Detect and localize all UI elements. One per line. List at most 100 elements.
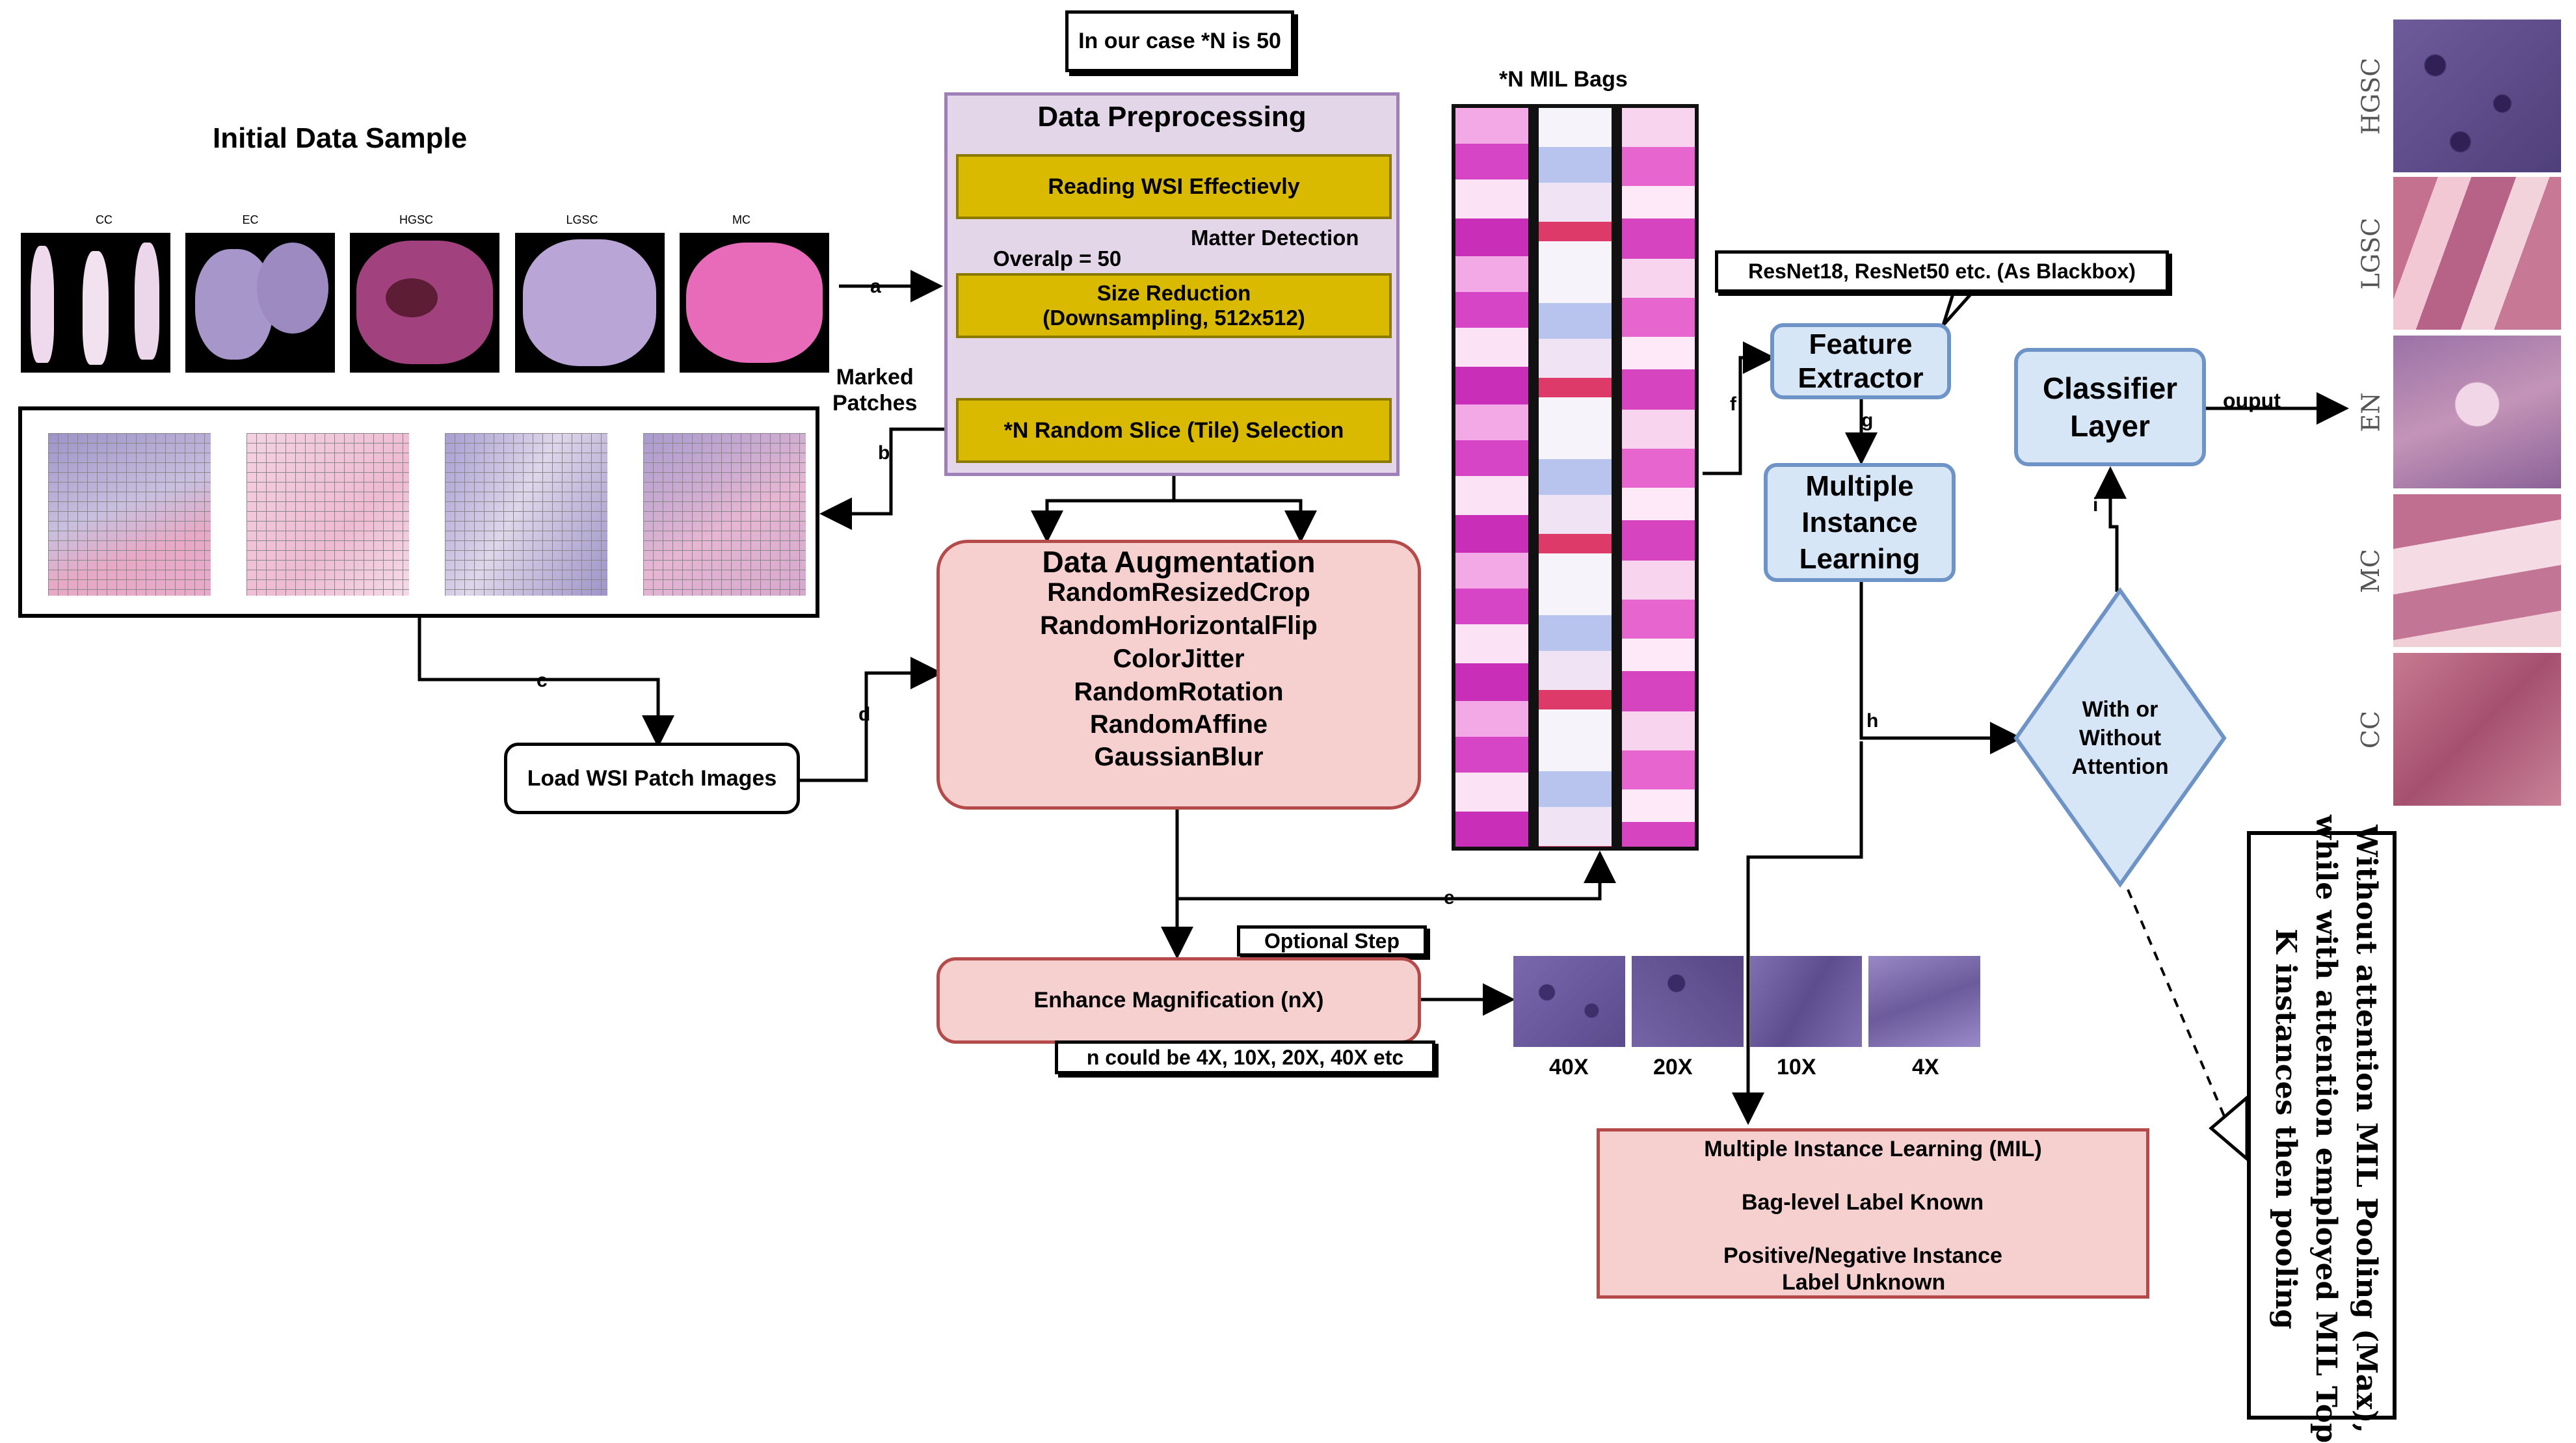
out-tile-hgsc [2393, 20, 2561, 172]
mag-patch-20x [1632, 956, 1744, 1047]
aug-item-4: RandomRotation [1074, 678, 1284, 706]
preprocessing-box: Data Preprocessing Reading WSI Effectiev… [944, 92, 1400, 476]
pooling-note-box: Without attention MIL Pooling (Max), whi… [2247, 815, 2397, 1443]
feature-extractor-box: Feature Extractor [1770, 323, 1951, 399]
class-label-cc: CC [96, 213, 113, 226]
class-label-hgsc: HGSC [399, 213, 433, 226]
classifier-box: Classifier Layer [2014, 348, 2206, 466]
out-label-lgsc: LGSC [2356, 217, 2385, 289]
aug-item-3: ColorJitter [1113, 644, 1245, 673]
marked-patches-box [18, 406, 819, 618]
feature-extractor-line2: Extractor [1798, 362, 1924, 394]
pooling-note-line2: while with attention employed MIL Top [2309, 814, 2343, 1443]
callout-pointer [2209, 1094, 2249, 1163]
size-reduction-line2: (Downsampling, 512x512) [1042, 306, 1305, 330]
edge-label-b: b [878, 442, 890, 464]
pooling-note-text: Without attention MIL Pooling (Max), whi… [2254, 815, 2397, 1443]
mil-info-known: Bag-level Label Known [1742, 1190, 1984, 1215]
attention-diamond [2013, 587, 2227, 888]
size-reduction-line1: Size Reduction [1096, 281, 1251, 305]
slide-lgsc [515, 233, 665, 373]
classifier-line2: Layer [2070, 409, 2150, 443]
aug-item-1: RandomResizedCrop [1047, 578, 1310, 607]
attention-line3: Attention [2071, 754, 2169, 779]
mil-info-box: Multiple Instance Learning (MIL) Bag-lev… [1597, 1128, 2149, 1299]
arrow-e [1177, 851, 1616, 901]
edge-label-g: g [1861, 410, 1874, 431]
resnet-note-label: ResNet18, ResNet50 etc. (As Blackbox) [1748, 259, 2136, 283]
random-slice-label: *N Random Slice (Tile) Selection [1003, 417, 1344, 443]
augmentation-title: Data Augmentation [1042, 545, 1316, 579]
aug-item-6: GaussianBlur [1094, 743, 1264, 771]
mag-patch-10x [1750, 956, 1862, 1047]
arrow-i [2094, 466, 2127, 592]
preprocessing-title: Data Preprocessing [1037, 101, 1307, 133]
patch-grid-1 [48, 433, 211, 596]
step-reading-wsi: Reading WSI Effectievly [956, 154, 1392, 219]
mag-label-10x: 10X [1777, 1055, 1816, 1079]
step-reading-wsi-label: Reading WSI Effectievly [1048, 174, 1300, 199]
enhance-label: Enhance Magnification (nX) [1033, 988, 1324, 1013]
class-label-mc: MC [732, 213, 750, 226]
optional-step-note: Optional Step [1237, 925, 1427, 957]
edge-label-c: c [537, 670, 548, 691]
arrow-f [1703, 341, 1775, 475]
out-tile-lgsc [2393, 177, 2561, 330]
mag-label-20x: 20X [1653, 1055, 1693, 1079]
pooling-note-line1: Without attention MIL Pooling (Max), [2350, 825, 2383, 1433]
initial-samples: CC EC HGSC LGSC MC [13, 207, 832, 379]
edge-label-f: f [1730, 393, 1736, 415]
slide-cc [21, 233, 170, 373]
arrow-d [800, 657, 943, 782]
out-label-mc: MC [2356, 548, 2385, 593]
mil-bags-panel [1452, 104, 1699, 851]
edge-label-a: a [870, 276, 881, 297]
slide-mc [680, 233, 829, 373]
mil-bag-column-1 [1455, 108, 1528, 847]
classifier-line1: Classifier [2042, 371, 2178, 405]
mil-bags-title: *N MIL Bags [1499, 67, 1628, 92]
mil-info-unknown-2: Label Unknown [1782, 1270, 1946, 1295]
step-size-reduction: Size Reduction (Downsampling, 512x512) [956, 273, 1392, 338]
optional-step-label: Optional Step [1264, 929, 1400, 953]
out-label-en: EN [2356, 392, 2385, 432]
out-tile-cc [2393, 653, 2561, 806]
initial-title: Initial Data Sample [213, 122, 468, 154]
arrow-pre-aug-left [1031, 463, 1176, 543]
mil-box-line2: Instance [1801, 506, 1918, 538]
overlap-label: Overalp = 50 [993, 246, 1122, 271]
arrow-b [819, 427, 953, 530]
augmentation-box: Data Augmentation RandomResizedCrop Rand… [936, 540, 1421, 810]
arrow-h [1859, 582, 2023, 754]
pooling-note-line3: K instances then pooling [2269, 929, 2302, 1329]
n-could-be-label: n could be 4X, 10X, 20X, 40X etc [1086, 1045, 1404, 1069]
out-label-en-wrap: EN [2351, 336, 2390, 488]
edge-label-d: d [858, 704, 871, 725]
n-could-be-note: n could be 4X, 10X, 20X, 40X etc [1055, 1040, 1435, 1074]
mag-label-40x: 40X [1549, 1055, 1589, 1079]
dashed-link [2127, 889, 2229, 1124]
patch-grid-3 [445, 433, 607, 596]
aug-item-2: RandomHorizontalFlip [1040, 611, 1318, 640]
marked-patches-label: Marked Patches [832, 365, 918, 416]
out-label-hgsc: HGSC [2356, 57, 2385, 135]
arrow-c [418, 618, 674, 748]
out-tile-mc [2393, 494, 2561, 647]
mil-info-unknown-1: Positive/Negative Instance [1723, 1243, 2002, 1268]
attention-line1: With or [2082, 697, 2158, 722]
out-label-mc-wrap: MC [2351, 494, 2390, 647]
edge-label-e: e [1444, 887, 1455, 908]
note-n-box: In our case *N is 50 [1065, 10, 1294, 72]
edge-label-i: i [2093, 494, 2099, 516]
arrow-pre-aug-right [1174, 499, 1317, 543]
mag-patch-4x [1868, 956, 1980, 1047]
patch-grid-2 [246, 433, 409, 596]
mil-bag-column-2 [1539, 108, 1612, 847]
class-label-ec: EC [242, 213, 259, 226]
load-patches-label: Load WSI Patch Images [527, 765, 777, 791]
mil-box-line1: Multiple [1805, 470, 1914, 502]
patch-grid-4 [643, 433, 806, 596]
mil-bag-column-3 [1622, 108, 1695, 847]
note-n-text: In our case *N is 50 [1078, 29, 1281, 53]
out-label-cc: CC [2356, 710, 2385, 748]
